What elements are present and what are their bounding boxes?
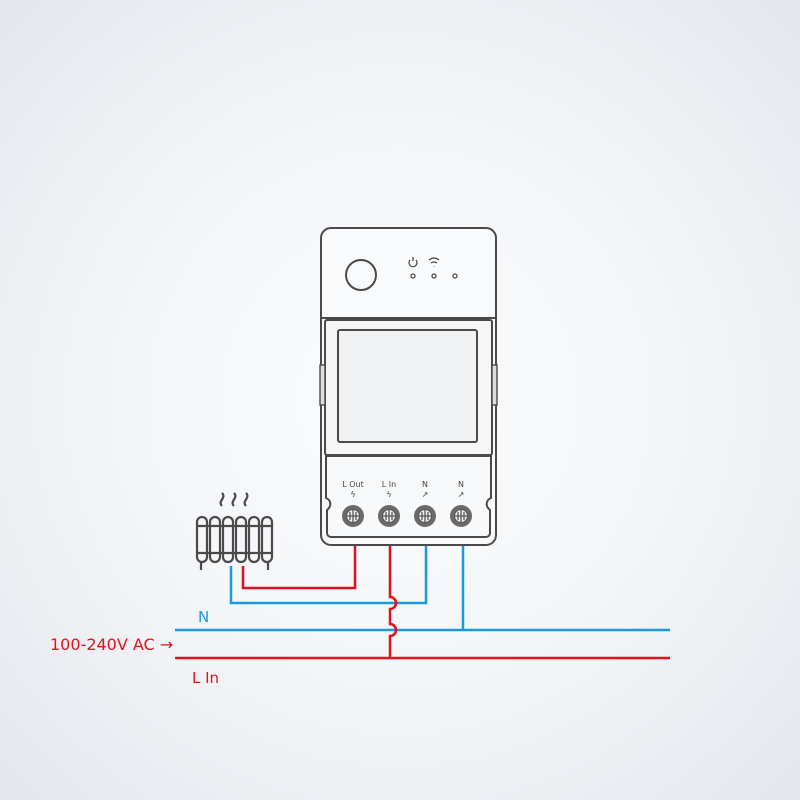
supply-voltage-label: 100-240V AC → — [50, 635, 173, 654]
terminal-symbol-icon: ϟ — [350, 490, 355, 499]
pairing-button[interactable] — [345, 259, 377, 291]
led-status — [452, 273, 458, 279]
smart-switch-device — [319, 227, 498, 546]
terminal-label: L In — [382, 480, 396, 489]
supply-live-wire — [388, 545, 398, 658]
terminal-1: L Inϟ — [378, 480, 400, 527]
line-in-label: L In — [192, 669, 219, 687]
side-clip-right — [491, 364, 498, 406]
led-power — [410, 273, 416, 279]
radiator-icon — [195, 492, 274, 570]
terminal-label: N — [422, 480, 428, 489]
power-icon — [408, 257, 418, 268]
terminal-symbol-icon: ↗ — [422, 490, 429, 499]
terminal-symbol-icon: ϟ — [386, 490, 391, 499]
terminal-3: N↗ — [450, 480, 472, 527]
side-clip-left — [319, 364, 326, 406]
load-neutral-wire — [229, 545, 428, 605]
load-live-wire — [241, 545, 357, 590]
terminal-label: N — [458, 480, 464, 489]
wifi-icon — [428, 257, 440, 267]
led-wifi — [431, 273, 437, 279]
terminal-2: N↗ — [414, 480, 436, 527]
terminal-symbol-icon: ↗ — [458, 490, 465, 499]
neutral-label: N — [198, 608, 209, 626]
terminal-label: L Out — [342, 480, 364, 489]
display-screen — [337, 329, 478, 443]
